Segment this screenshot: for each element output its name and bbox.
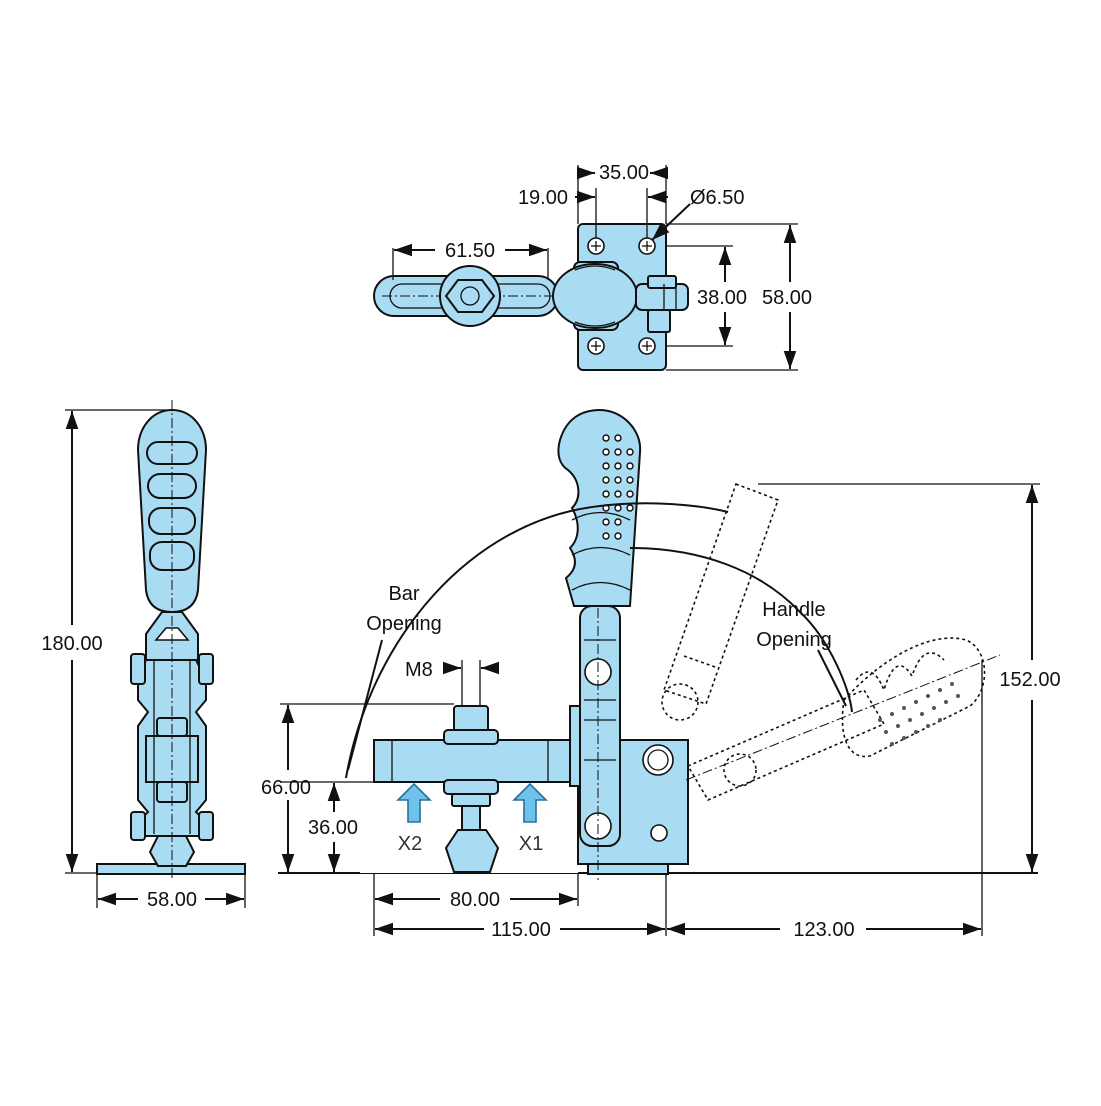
dim-123: 123.00 — [793, 919, 854, 941]
handle-grip-dots — [602, 434, 634, 540]
force-label-x2: X2 — [398, 833, 422, 855]
dim-61-50: 61.50 — [445, 240, 495, 262]
bar-opening-arc — [345, 502, 729, 779]
bar-opening-label-1: Bar — [388, 583, 419, 605]
dim-hole-diameter: Ø6.50 — [690, 187, 744, 209]
top-nut — [444, 279, 496, 313]
dim-36: 36.00 — [308, 817, 358, 839]
handle-opening-label-2: Opening — [756, 629, 832, 651]
side-view: 180.00 58.00 — [41, 400, 246, 911]
dim-38: 38.00 — [697, 287, 747, 309]
dim-115: 115.00 — [491, 919, 551, 941]
dim-152: 152.00 — [999, 669, 1060, 691]
top-view: 35.00 19.00 Ø6.50 61.50 38.00 58.00 — [373, 162, 812, 371]
front-clamp-bar — [373, 739, 579, 783]
handle-opening-label-1: Handle — [762, 599, 825, 621]
front-spindle-tip — [444, 829, 500, 873]
front-handle — [557, 408, 642, 607]
force-label-x1: X1 — [519, 833, 543, 855]
dim-19: 19.00 — [518, 187, 568, 209]
dim-180: 180.00 — [41, 633, 102, 655]
front-arm — [579, 605, 621, 847]
dim-thread-m8: M8 — [405, 659, 433, 681]
top-handle-knob — [552, 263, 638, 329]
force-arrow-x2 — [396, 782, 432, 823]
front-spindle — [461, 805, 481, 831]
front-view: X2 X1 Bar Opening Handle Opening M8 66.0… — [261, 408, 1061, 941]
force-arrow-x1 — [512, 782, 548, 823]
open-position-ghost — [661, 482, 1001, 802]
bar-opening-label-2: Opening — [366, 613, 442, 635]
dim-58-base: 58.00 — [147, 889, 197, 911]
handle-opening-arc — [629, 547, 853, 713]
top-dim-lines — [392, 165, 798, 371]
dim-58-top: 58.00 — [762, 287, 812, 309]
dim-66: 66.00 — [261, 777, 311, 799]
dim-80: 80.00 — [450, 889, 500, 911]
dim-35: 35.00 — [599, 162, 649, 184]
